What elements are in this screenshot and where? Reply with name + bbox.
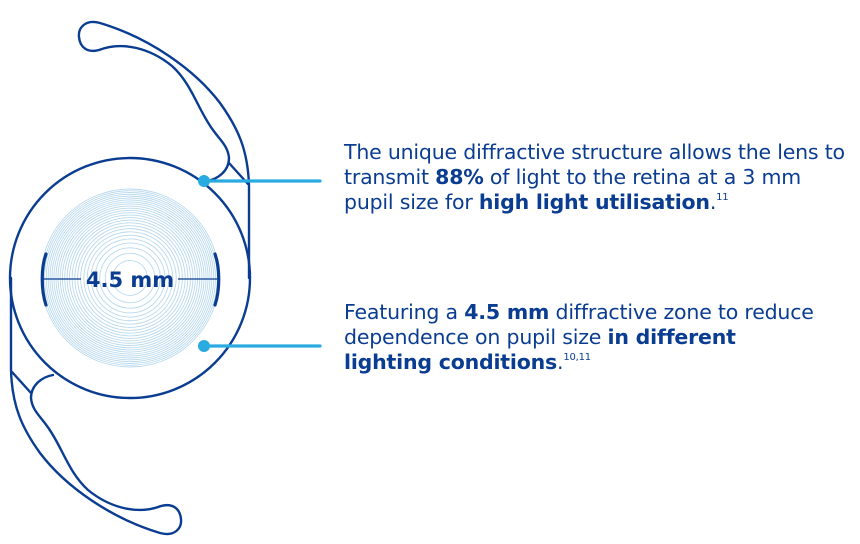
- reference-superscript: 11: [716, 192, 729, 203]
- leader-dot-icon: [198, 340, 210, 352]
- callout-text: diffractive zone to reduce dependence on…: [344, 300, 814, 349]
- callout-emphasis: 88%: [435, 165, 484, 189]
- zone-dimension-marker: 4.5 mm: [40, 252, 221, 307]
- haptic-bottom: [9, 276, 183, 536]
- callout-emphasis: in different lighting conditions: [344, 325, 736, 374]
- callout-text: The unique diffractive structure allows …: [344, 140, 845, 189]
- diffractive-rings: [40, 188, 220, 368]
- leader-line-2: [198, 340, 322, 352]
- callout-diffractive-zone: Featuring a 4.5 mm diffractive zone to r…: [344, 300, 824, 375]
- reference-superscript: 10,11: [563, 352, 591, 363]
- callout-text: .: [709, 190, 717, 214]
- leader-dot-icon: [198, 175, 210, 187]
- callout-text: .: [557, 350, 564, 374]
- zone-size-label: 4.5 mm: [86, 268, 174, 292]
- bracket-right-icon: [213, 252, 221, 307]
- callout-emphasis: high light utilisation: [478, 190, 710, 214]
- callout-emphasis: 4.5 mm: [464, 300, 550, 324]
- callout-text: of light to the retina at a 3 mm pupil s…: [344, 165, 802, 214]
- callout-text: Featuring a: [344, 300, 465, 324]
- callout-light-utilisation: The unique diffractive structure allows …: [344, 140, 854, 215]
- bracket-left-icon: [40, 252, 48, 307]
- leader-line-1: [198, 175, 322, 187]
